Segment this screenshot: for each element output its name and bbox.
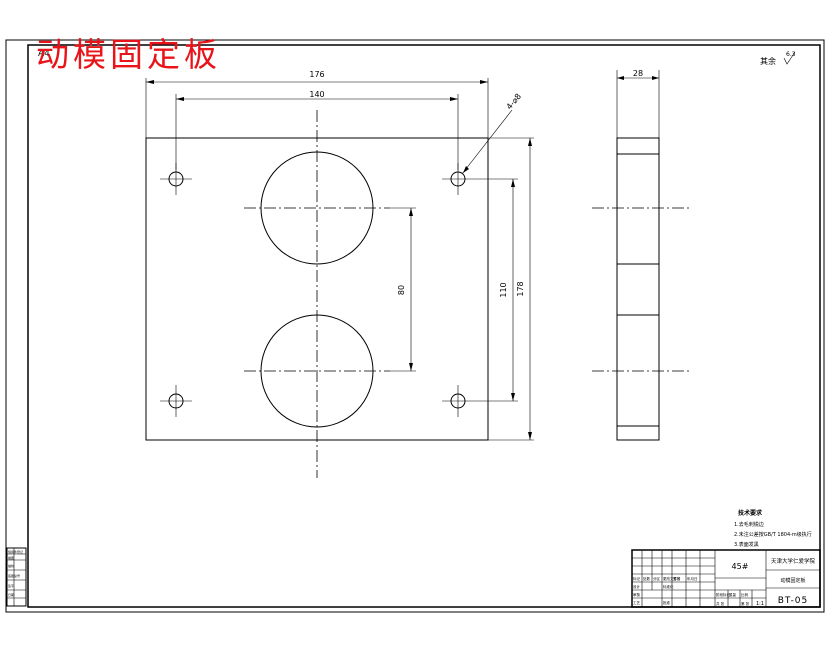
- drawing-number-text: BT-05: [778, 596, 809, 606]
- dim-overall-height-text: 178: [516, 281, 525, 296]
- svg-text:底图总号: 底图总号: [8, 573, 20, 578]
- scale-text: 1:1: [756, 601, 764, 607]
- dim-circle-spacing-text: 80: [397, 285, 406, 295]
- svg-text:处数: 处数: [643, 576, 651, 581]
- dim-overall-width-text: 176: [309, 70, 324, 79]
- tech-req-item-3: 3.表面发黑: [734, 541, 759, 548]
- roughness-value: 6.3: [786, 51, 796, 58]
- svg-text:工艺: 工艺: [633, 600, 641, 605]
- dim-hole-spacing-x: [175, 94, 459, 170]
- svg-text:年月日: 年月日: [687, 576, 698, 581]
- drawing-title: 动模固定板: [36, 35, 221, 74]
- dim-hole-leader: [461, 109, 513, 175]
- upper-bore-circle: [260, 151, 374, 265]
- roughness-note: 其余: [760, 56, 776, 66]
- hole-bottom-left: [160, 385, 192, 417]
- side-view-plate: [616, 137, 660, 441]
- svg-text:第 张: 第 张: [741, 601, 750, 606]
- side-hatch-bottom: [616, 425, 660, 441]
- svg-text:共 张: 共 张: [716, 601, 725, 606]
- dim-thickness: [616, 70, 660, 138]
- svg-text:批准: 批准: [663, 600, 671, 605]
- title-block: 标记 处数 分区 更改文件号 签名 年月日 设计 标准化 审核 工艺 批准 阶段…: [631, 549, 821, 608]
- tech-req-item-2: 2.未注公差按GB/T 1804-m级执行: [734, 531, 812, 538]
- material-text: 45#: [732, 562, 749, 571]
- tech-req-item-1: 1.去毛刺锐边: [734, 521, 764, 528]
- dim-hole-spacing-y: [474, 178, 518, 402]
- dim-thickness-text: 28: [633, 69, 643, 78]
- svg-text:签名: 签名: [673, 576, 680, 581]
- svg-text:审核: 审核: [633, 592, 641, 597]
- technical-requirements: 技术要求 1.去毛刺锐边 2.未注公差按GB/T 1804-m级执行 3.表面发…: [734, 509, 812, 548]
- svg-text:标记: 标记: [633, 576, 641, 581]
- side-hatch-middle: [616, 263, 660, 316]
- svg-text:重量: 重量: [729, 592, 737, 597]
- dim-overall-width: [145, 78, 489, 138]
- svg-text:描图: 描图: [8, 555, 14, 560]
- inner-frame: [27, 44, 821, 608]
- svg-text:日期: 日期: [8, 592, 14, 597]
- dim-circle-spacing: [390, 207, 416, 372]
- tech-req-heading: 技术要求: [738, 509, 763, 517]
- svg-text:签字: 签字: [8, 583, 14, 588]
- roughness-symbol: [783, 51, 796, 65]
- svg-text:阶段标记: 阶段标记: [716, 592, 730, 597]
- side-hatch-top: [616, 137, 660, 155]
- dim-hole-spacing-x-text: 140: [309, 90, 324, 99]
- svg-text:设计: 设计: [633, 584, 641, 589]
- part-name-text: 动模固定板: [780, 577, 805, 584]
- svg-text:更改文件号: 更改文件号: [663, 576, 681, 581]
- dim-hole-spacing-y-text: 110: [499, 282, 508, 297]
- hole-bottom-right: [442, 385, 474, 417]
- dim-hole-callout-text: 4-⌀8: [505, 92, 523, 111]
- svg-text:分区: 分区: [653, 576, 661, 581]
- svg-text:标准化: 标准化: [663, 584, 674, 589]
- svg-text:比例: 比例: [741, 592, 749, 597]
- dim-overall-height: [488, 137, 534, 441]
- sheet-size-label: A4: [38, 49, 50, 59]
- svg-text:描校: 描校: [8, 563, 14, 568]
- svg-text:借用件登记: 借用件登记: [8, 549, 23, 554]
- outer-border: [5, 39, 825, 613]
- side-registration-box: 借用件登记 描图 描校 底图总号 签字 日期: [6, 547, 27, 607]
- school-name-text: 天津大学仁爱学院: [771, 557, 816, 565]
